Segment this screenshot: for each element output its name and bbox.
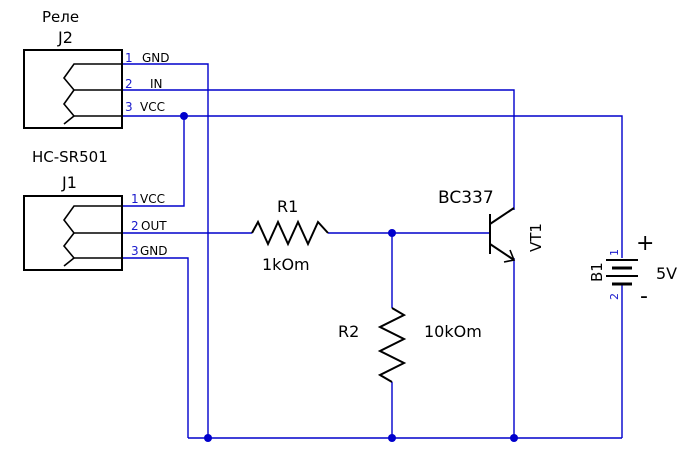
resistor-r1: R1 1kOm xyxy=(251,197,329,274)
j1-pin1-number: 1 xyxy=(131,192,139,206)
b1-pin1-number: 1 xyxy=(608,249,621,256)
r2-ref: R2 xyxy=(338,322,359,341)
j1-contacts xyxy=(62,205,122,267)
j1-caption: HC-SR501 xyxy=(32,148,108,166)
transistor-vt1 xyxy=(489,207,516,263)
j1-pin3-name: GND xyxy=(140,244,168,258)
b1-ref: B1 xyxy=(588,262,606,282)
junction-dot xyxy=(388,229,396,237)
junction-dot xyxy=(204,434,212,442)
j2-ref: J2 xyxy=(57,28,73,47)
r1-ref: R1 xyxy=(277,197,298,216)
vt1-emitter-arrow xyxy=(503,249,516,263)
wire-j1-gnd xyxy=(122,257,189,438)
junction-dot xyxy=(180,112,188,120)
battery-b1 xyxy=(606,259,638,286)
wire-j2-gnd xyxy=(122,63,209,438)
resistor-r2: R2 10kOm xyxy=(338,307,482,383)
vt1-ref: VT1 xyxy=(527,223,545,252)
j2-contacts xyxy=(62,63,122,125)
vt1-emitter xyxy=(489,243,515,261)
j2-pin2-name: IN xyxy=(150,77,163,91)
vt1-model: BC337 xyxy=(438,188,494,208)
r2-value: 10kOm xyxy=(424,322,482,341)
r1-symbol xyxy=(251,219,329,247)
r1-value: 1kOm xyxy=(262,255,310,274)
b1-value: 5V xyxy=(656,264,677,283)
connector-j1: HC-SR501 J1 1 VCC 2 OUT 3 GND xyxy=(23,148,168,271)
j2-body xyxy=(23,49,123,129)
j1-pin2-number: 2 xyxy=(131,219,139,233)
wire-j2-vcc xyxy=(122,115,623,258)
wire-j2-in xyxy=(122,89,515,210)
j2-pin1-number: 1 xyxy=(125,51,133,65)
j1-pin3-number: 3 xyxy=(131,244,139,258)
vt1-collector xyxy=(489,207,515,225)
j1-pin1-name: VCC xyxy=(140,192,165,206)
b1-plus-sign: + xyxy=(636,231,654,256)
junction-dot xyxy=(510,434,518,442)
j1-pin2-name: OUT xyxy=(141,219,167,233)
wires xyxy=(122,63,623,439)
junctions xyxy=(180,112,518,442)
j2-pin2-number: 2 xyxy=(125,77,133,91)
wire-j1-vcc xyxy=(122,116,185,207)
b1-pin2-number: 2 xyxy=(608,293,621,300)
connector-j2: Реле J2 1 GND 2 IN 3 VCC xyxy=(23,8,170,129)
junction-dot xyxy=(388,434,396,442)
j1-ref: J1 xyxy=(61,173,77,192)
j2-caption: Реле xyxy=(42,8,79,26)
j2-pin3-number: 3 xyxy=(125,100,133,114)
b1-minus-sign: - xyxy=(640,284,648,309)
j2-pin3-name: VCC xyxy=(140,100,165,114)
r2-symbol xyxy=(377,307,407,383)
j2-pin1-name: GND xyxy=(142,51,170,65)
